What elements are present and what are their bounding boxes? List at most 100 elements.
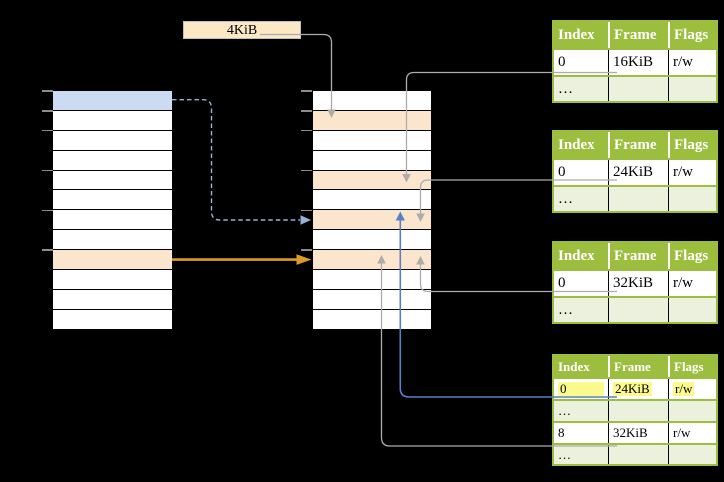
physical-memory-column-row-11 [312,309,432,330]
page-table-4-cell-r0c0: 0 [554,379,608,399]
page-table-1-cell-r0c1: 16KiB [608,50,668,75]
page-table-3-cell-r0c2: r/w [668,271,716,296]
virtual-memory-column-row-1 [53,110,172,131]
page-table-2-header-flags: Flags [668,132,716,158]
page-table-1-row-1: … [554,75,716,101]
page-table-2-cell-r0c0: 0 [558,164,566,180]
highlighted-value: r/w [673,380,695,397]
page-table-3-row-1: … [554,296,716,322]
page-table-1-header-flags: Flags [668,22,716,48]
highlighted-value: 0 [558,381,604,397]
page-table-3-header-frame: Frame [608,243,668,269]
page-table-4-cell-r2c2: r/w [668,423,716,443]
virtual-memory-column-row-4 [53,170,172,191]
virtual-memory-column-tick [41,90,53,92]
page-table-2-cell-r0c2: r/w [668,160,716,185]
virtual-memory-column-row-10 [53,289,172,310]
page-table-2-cell-r1c1 [608,187,668,211]
page-table-4-cell-r0c2: r/w [668,379,716,399]
virtual-memory-column-tick [41,169,53,172]
page-table-2-header-index: Index [558,136,595,153]
physical-memory-column-row-6 [312,210,432,231]
physical-memory-column-row-7 [312,230,432,250]
page-table-1-header-index: Index [558,26,595,43]
page-table-2-cell-r1c2 [668,187,716,211]
virtual-memory-column-row-3 [53,150,172,171]
page-table-4-cell-r3c2 [668,445,716,464]
page-table-1-header-frame: Frame [608,22,668,48]
physical-memory-column-row-0 [312,91,432,111]
page-table-3-cell-r0c1: 32KiB [608,271,668,296]
connector-virtual-page0-to-frame [172,99,300,221]
physical-memory-column-row-10 [312,289,432,310]
physical-memory-column-row-9 [312,269,432,290]
physical-memory-column-row-3 [312,150,432,171]
virtual-memory-column-row-5 [53,190,172,211]
physical-memory-column-tick [301,169,313,172]
physical-memory-column-row-1 [312,110,432,131]
page-table-3-cell-r1c1 [608,298,668,322]
physical-memory-column-row-8 [312,250,432,270]
page-table-1-cell-r1c2 [668,77,716,101]
page-table-3-cell-r1c2 [668,298,716,322]
page-table-4-cell-r1c0: … [558,403,571,418]
virtual-memory-column [53,91,172,330]
page-table-4-cell-r0c1: 24KiB [608,379,668,399]
page-table-1-cell-r0c2: r/w [668,50,716,75]
page-table-3-cell-r1c0: … [558,301,573,318]
page-table-4-cell-r3c1 [608,445,668,464]
page-table-2-header-frame: Frame [608,132,668,158]
physical-memory-column-tick [301,110,313,112]
highlighted-value: 24KiB [613,380,652,397]
page-table-4-cell-r1c1 [608,401,668,421]
arrowhead-virtual-page8-icon [296,254,312,265]
page-table-4-cell-r1c2 [668,401,716,421]
page-table-1-cell-r1c1 [608,77,668,101]
physical-memory-column-tick [301,249,313,251]
page-table-2-cell-r1c0: … [558,190,573,207]
virtual-memory-column-row-2 [53,130,172,151]
physical-memory-column-tick [301,130,313,132]
page-table-3-header-index: Index [558,247,595,264]
physical-memory-column [312,91,432,330]
page-table-4-cell-r3c0: … [558,446,571,462]
virtual-memory-column-tick [41,110,53,112]
page-table-4-row-1: … [554,399,716,421]
virtual-memory-column-row-6 [53,210,172,231]
virtual-memory-column-tick [41,130,53,132]
page-table-2-cell-r0c1: 24KiB [608,160,668,185]
page-table-4-row-0: 0 24KiB r/w [554,377,716,399]
page-table-4-cell-r2c1: 32KiB [608,423,668,443]
size-label: 4KiB [183,21,301,39]
page-table-2-row-1: … [554,185,716,211]
physical-memory-column-row-2 [312,130,432,151]
virtual-memory-column-row-11 [53,309,172,330]
page-table-4-row-3: … [554,443,716,464]
virtual-memory-column-tick [41,209,53,211]
virtual-memory-column-row-0 [53,91,172,111]
virtual-memory-column-row-7 [53,230,172,250]
page-table-4-header-frame: Frame [608,356,668,377]
virtual-memory-column-row-8 [53,250,172,270]
page-table-4-header-flags: Flags [668,356,716,377]
physical-memory-column-tick [301,209,313,211]
page-table-3-header-flags: Flags [668,243,716,269]
page-table-3-cell-r0c0: 0 [558,275,566,291]
arrowhead-virtual-page0-icon [300,215,311,225]
virtual-memory-column-tick [41,249,53,251]
physical-memory-column-row-5 [312,190,432,211]
physical-memory-column-row-4 [312,170,432,191]
